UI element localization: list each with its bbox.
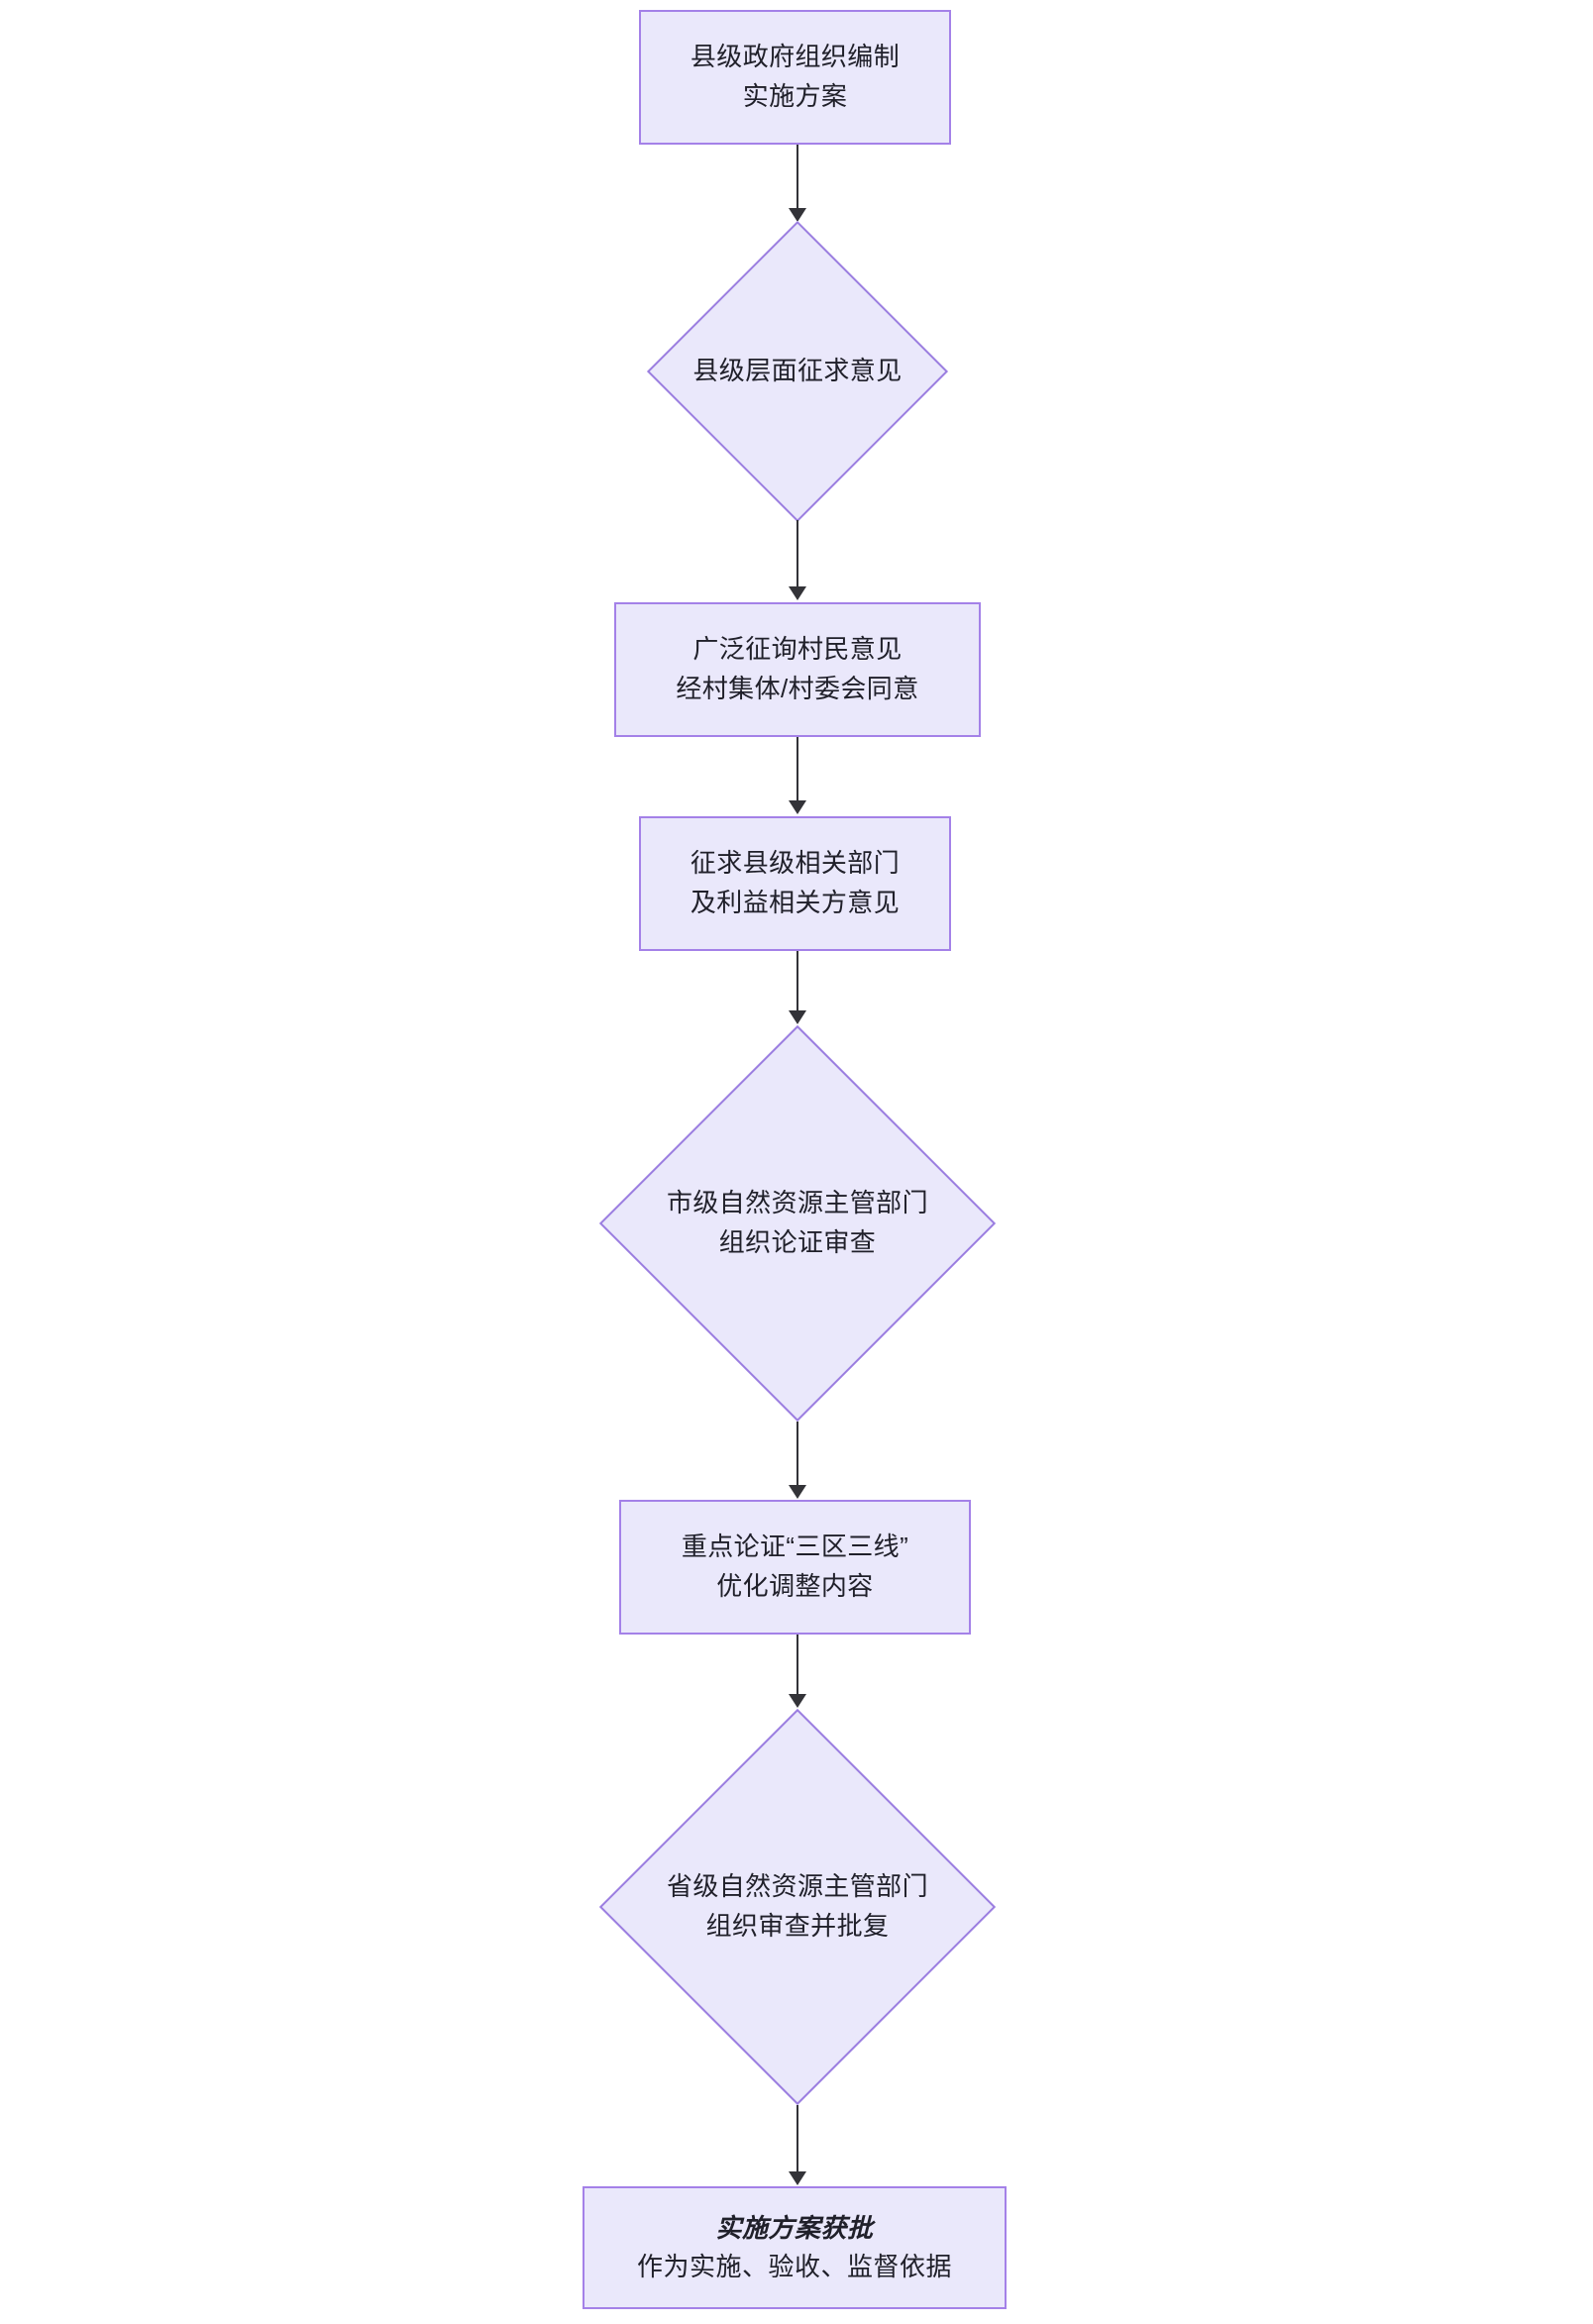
node-label-primary: 实施方案获批 bbox=[715, 2213, 874, 2243]
arrowhead-n7-n8 bbox=[789, 2171, 806, 2185]
arrowhead-n3-n4 bbox=[789, 800, 806, 814]
connector-n5-n6 bbox=[796, 1422, 798, 1487]
node-plan-approved[interactable]: 实施方案获批 作为实施、验收、监督依据 bbox=[583, 2186, 1007, 2309]
node-county-government-plan[interactable]: 县级政府组织编制 实施方案 bbox=[639, 10, 951, 145]
node-provincial-resource-approval[interactable]: 省级自然资源主管部门 组织审查并批复 bbox=[598, 1708, 997, 2106]
connector-n4-n5 bbox=[796, 951, 798, 1012]
connector-n3-n4 bbox=[796, 737, 798, 802]
node-label: 县级政府组织编制 实施方案 bbox=[690, 42, 901, 111]
node-villager-consultation[interactable]: 广泛征询村民意见 经村集体/村委会同意 bbox=[614, 602, 981, 737]
node-county-level-consultation[interactable]: 县级层面征求意见 bbox=[645, 220, 950, 523]
node-label: 征求县级相关部门 及利益相关方意见 bbox=[690, 848, 901, 917]
arrowhead-n4-n5 bbox=[789, 1010, 806, 1024]
node-department-stakeholder-consultation[interactable]: 征求县级相关部门 及利益相关方意见 bbox=[639, 816, 951, 951]
node-label: 县级层面征求意见 bbox=[692, 356, 903, 386]
node-label-secondary: 作为实施、验收、监督依据 bbox=[636, 2252, 952, 2281]
node-three-zones-three-lines[interactable]: 重点论证“三区三线” 优化调整内容 bbox=[619, 1500, 971, 1635]
node-municipal-resource-review[interactable]: 市级自然资源主管部门 组织论证审查 bbox=[598, 1024, 997, 1423]
node-label: 省级自然资源主管部门 组织审查并批复 bbox=[666, 1871, 928, 1941]
connector-n2-n3 bbox=[796, 520, 798, 587]
node-label: 市级自然资源主管部门 组织论证审查 bbox=[666, 1188, 928, 1257]
arrowhead-n5-n6 bbox=[789, 1485, 806, 1499]
connector-n6-n7 bbox=[796, 1635, 798, 1696]
arrowhead-n2-n3 bbox=[789, 586, 806, 600]
terminal-label-group: 实施方案获批 作为实施、验收、监督依据 bbox=[637, 2209, 952, 2286]
node-label: 广泛征询村民意见 经村集体/村委会同意 bbox=[676, 634, 919, 703]
connector-n7-n8 bbox=[796, 2105, 798, 2172]
arrowhead-n6-n7 bbox=[789, 1694, 806, 1708]
connector-n1-n2 bbox=[796, 145, 798, 210]
node-label: 重点论证“三区三线” 优化调整内容 bbox=[681, 1532, 909, 1601]
arrowhead-n1-n2 bbox=[789, 208, 806, 222]
